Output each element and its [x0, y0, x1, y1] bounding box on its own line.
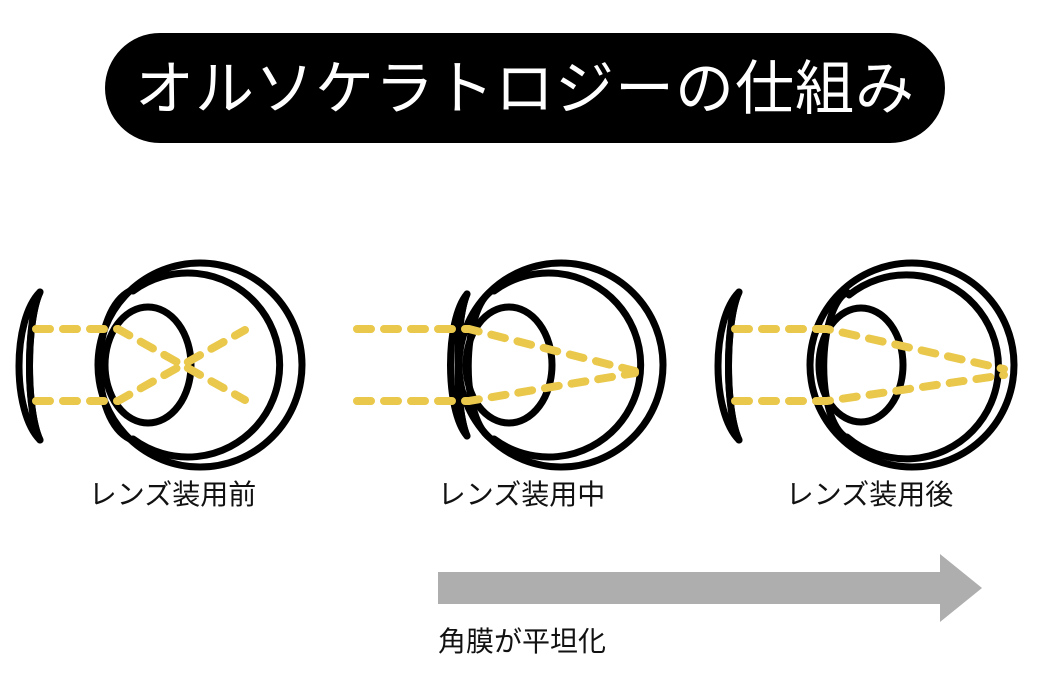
retina-inner-before [129, 269, 284, 461]
eye-diagram-before [15, 259, 306, 471]
contact-lens-inner-face-after [725, 288, 743, 444]
ray-lower-after [731, 371, 1008, 405]
page-title: オルソケラトロジーの仕組み [134, 53, 915, 123]
eye-diagram-after [714, 259, 1018, 471]
retina-inner-during [490, 269, 645, 461]
ray-lower-during [353, 369, 639, 405]
contact-lens-inner-face-during [454, 290, 471, 440]
sclera-outer-after [806, 259, 1018, 471]
crystalline-lens-before [101, 303, 195, 427]
arrow-polygon [438, 554, 982, 622]
eye-label-during: レンズ装用中 [437, 478, 606, 511]
title-banner: オルソケラトロジーの仕組み [105, 33, 945, 143]
eye-label-before: レンズ装用前 [88, 478, 257, 511]
ray-upper-after [731, 325, 1008, 373]
eye-panel-after [697, 250, 1040, 540]
eye-panel-during [349, 250, 694, 540]
process-arrow [430, 552, 990, 624]
crystalline-lens-during [462, 303, 556, 427]
crystalline-lens-after [815, 304, 907, 426]
ray-upper-during [353, 325, 639, 375]
retina-inner-after [843, 271, 1002, 463]
eye-diagram-during [353, 259, 667, 471]
cornea-after [820, 288, 851, 442]
ray-lower-before [32, 326, 249, 405]
light-rays-after [731, 325, 1008, 405]
light-rays-during [353, 325, 639, 405]
arrow-shape [438, 554, 982, 622]
arrow-caption: 角膜が平坦化 [438, 625, 607, 658]
cornea-before [96, 286, 136, 444]
eye-label-after: レンズ装用後 [785, 478, 954, 511]
ray-upper-before [32, 325, 249, 404]
eye-panel-before [0, 250, 345, 540]
contact-lens-inner-face-before [26, 288, 44, 444]
light-rays-before [32, 325, 249, 405]
